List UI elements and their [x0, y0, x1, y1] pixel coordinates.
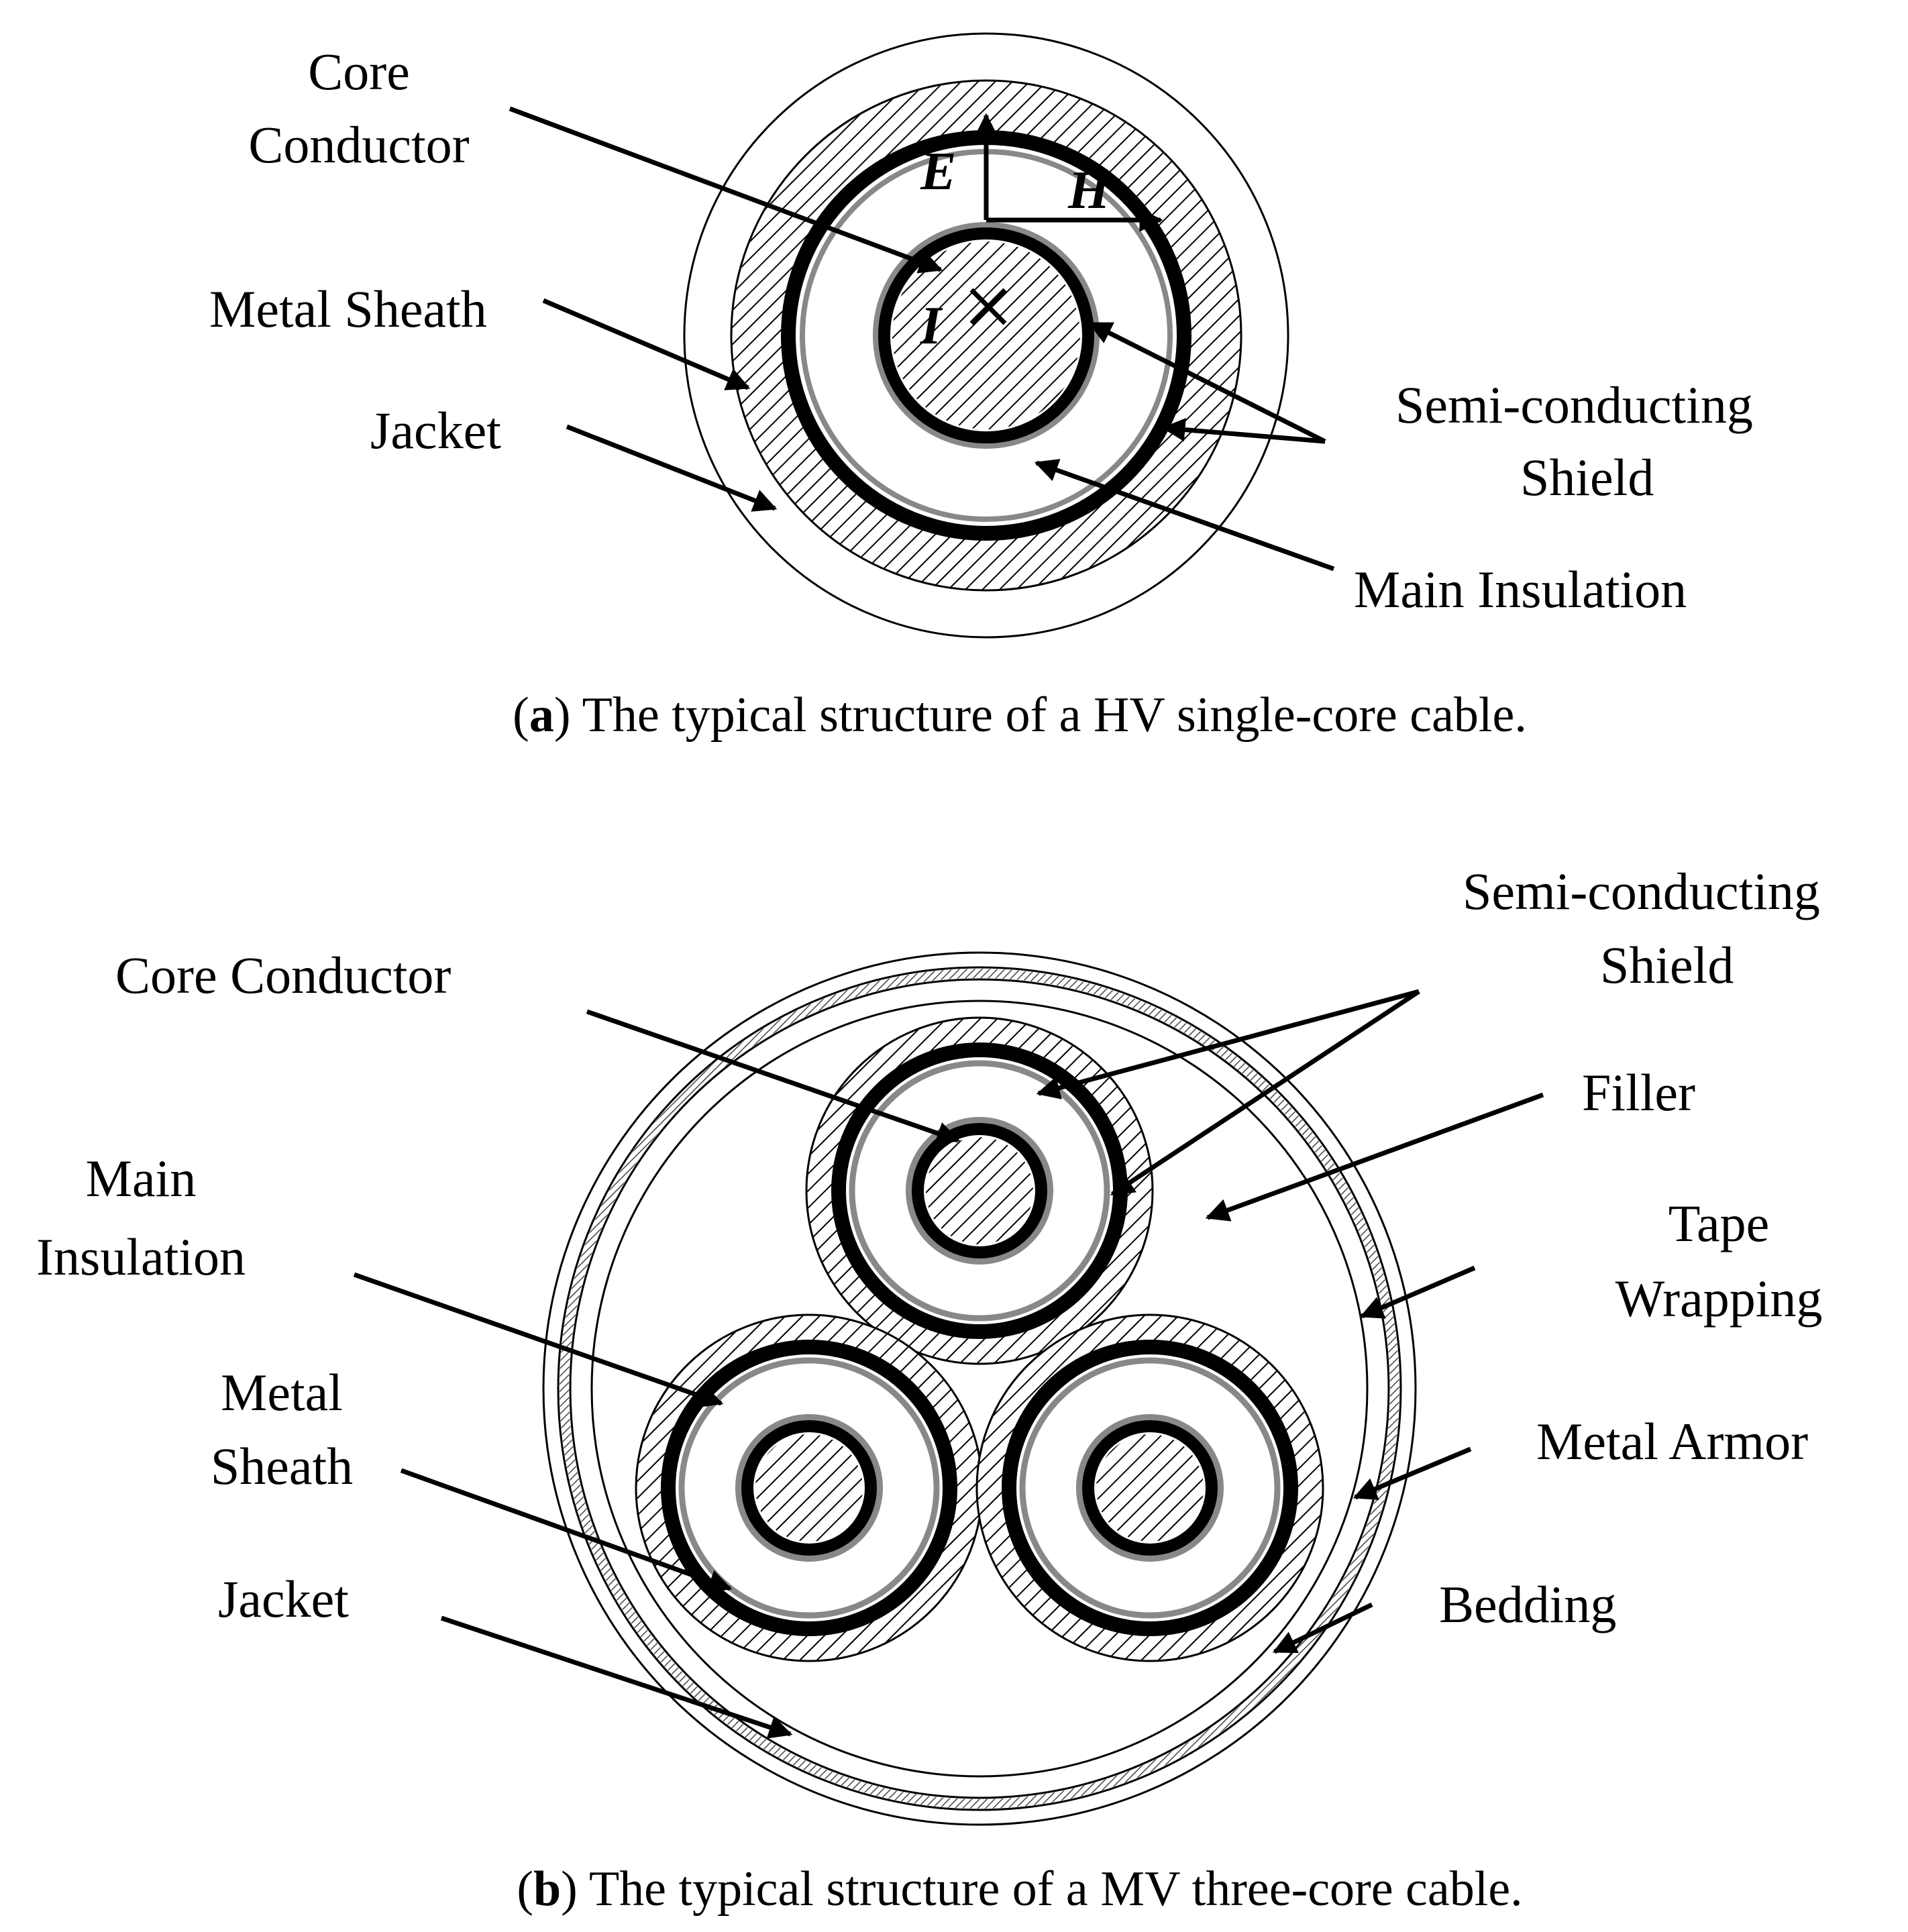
a-h-label: H: [1067, 161, 1112, 220]
a-current-cross-icon: [969, 288, 1007, 325]
b-filler-label: Filler: [1582, 1063, 1695, 1122]
a-semi-shield-leader-outer: [1161, 418, 1326, 444]
b-metal-armor-label: Metal Armor: [1536, 1412, 1808, 1470]
b-metal-sheath-leader: [400, 1468, 733, 1593]
b-metal-sheath-label-l2: Sheath: [211, 1437, 353, 1495]
b-core-conductor-leader: [586, 1009, 961, 1145]
b-metal-sheath-label-l1: Metal: [221, 1363, 343, 1421]
b-core-left: [635, 1313, 984, 1662]
b-semi-shield-label-l1: Semi-conducting: [1463, 862, 1820, 920]
b-semi-shield-label-l2: Shield: [1600, 936, 1734, 994]
b-core-right-inner-shield-halo: [1076, 1414, 1224, 1562]
a-core-conductor-leader: [509, 106, 943, 274]
a-e-label: E: [920, 142, 956, 201]
a-jacket-leader: [566, 424, 778, 512]
b-core-conductor-label: Core Conductor: [115, 946, 451, 1004]
b-tape-wrapping-leader: [1359, 1265, 1476, 1319]
b-core-right-outer-shield-halo: [1019, 1357, 1281, 1619]
b-semi-shield-leader-inner: [1036, 989, 1420, 1099]
b-core-right: [975, 1313, 1324, 1662]
a-main-insulation-leader: [1034, 459, 1335, 572]
b-metal-armor-leader: [1353, 1446, 1472, 1500]
b-core-top-conductor: [926, 1137, 1033, 1244]
b-main-insulation-label-l1: Main: [86, 1149, 197, 1208]
a-semi-shield-label-l2: Shield: [1520, 448, 1654, 506]
a-core-conductor: [892, 241, 1080, 429]
b-core-top: [805, 1016, 1154, 1365]
b-tape-wrapping-label-l2: Wrapping: [1615, 1269, 1823, 1328]
b-bedding-label: Bedding: [1439, 1575, 1616, 1633]
figure-a-single-core-cable: E H I Core Conductor Metal Sheath Jacket…: [209, 32, 1753, 743]
b-jacket-label: Jacket: [218, 1570, 349, 1628]
b-core-left-outer-shield-halo: [678, 1357, 940, 1619]
figure-b-three-core-cable: Semi-conducting Shield Core Conductor Fi…: [36, 862, 1822, 1917]
a-main-insulation-label: Main Insulation: [1354, 560, 1687, 619]
b-core-top-outer-shield-halo: [849, 1060, 1110, 1322]
b-core-left-conductor: [755, 1434, 863, 1542]
a-i-label: I: [920, 297, 943, 356]
a-jacket-label: Jacket: [370, 401, 501, 460]
a-caption: (a) The typical structure of a HV single…: [513, 688, 1527, 743]
b-metal-armor-fill: [560, 969, 1399, 1809]
b-filler-leader: [1205, 1092, 1544, 1222]
a-semi-shield-label-l1: Semi-conducting: [1395, 376, 1753, 434]
b-core-right-conductor: [1096, 1434, 1204, 1542]
a-metal-sheath-leader: [542, 298, 751, 390]
b-core-left-inner-shield-halo: [735, 1414, 883, 1562]
a-semi-shield-leader-inner: [1088, 321, 1326, 444]
b-main-insulation-leader: [353, 1272, 724, 1408]
b-jacket-leader: [440, 1615, 793, 1739]
a-metal-sheath-label: Metal Sheath: [209, 280, 487, 338]
b-core-top-inner-shield-halo: [906, 1117, 1053, 1265]
b-caption: (b) The typical structure of a MV three-…: [517, 1862, 1522, 1917]
b-semi-shield-leader-outer: [1110, 989, 1420, 1196]
b-tape-wrapping-label-l1: Tape: [1668, 1194, 1769, 1252]
a-core-conductor-label-l1: Core: [308, 42, 410, 101]
b-bedding-leader: [1272, 1602, 1373, 1654]
a-core-conductor-label-l2: Conductor: [248, 115, 469, 174]
b-main-insulation-label-l2: Insulation: [36, 1228, 246, 1286]
